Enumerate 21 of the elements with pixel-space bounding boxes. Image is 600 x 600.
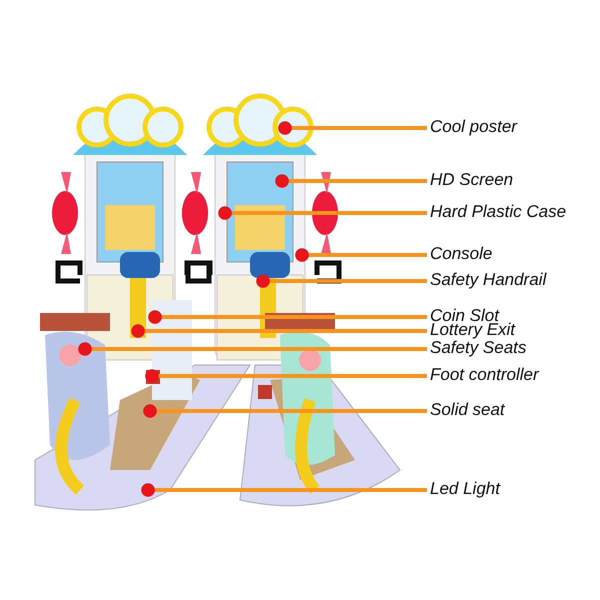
callout-label: Safety Seats — [430, 338, 526, 358]
callout-label: Cool poster — [430, 117, 517, 137]
leader-line — [275, 174, 427, 188]
leader-line — [143, 404, 427, 418]
leader-line — [256, 274, 427, 288]
callout-label: Console — [430, 244, 492, 264]
callout-label: Safety Handrail — [430, 270, 546, 290]
callout-label: Foot controller — [430, 365, 539, 385]
leader-line — [145, 369, 427, 383]
leader-line — [78, 342, 427, 356]
leader-line — [295, 248, 427, 262]
callout-label: HD Screen — [430, 170, 514, 190]
leader-line — [278, 121, 427, 135]
callout-label: Hard Plastic Case — [430, 202, 566, 222]
leader-line — [141, 483, 427, 497]
callout-label: Lottery Exit — [430, 320, 516, 340]
leader-line — [148, 310, 427, 324]
leader-line — [218, 206, 427, 220]
callout-label: Led Light — [430, 479, 500, 499]
leader-line — [131, 324, 427, 338]
callout-label: Solid seat — [430, 400, 505, 420]
